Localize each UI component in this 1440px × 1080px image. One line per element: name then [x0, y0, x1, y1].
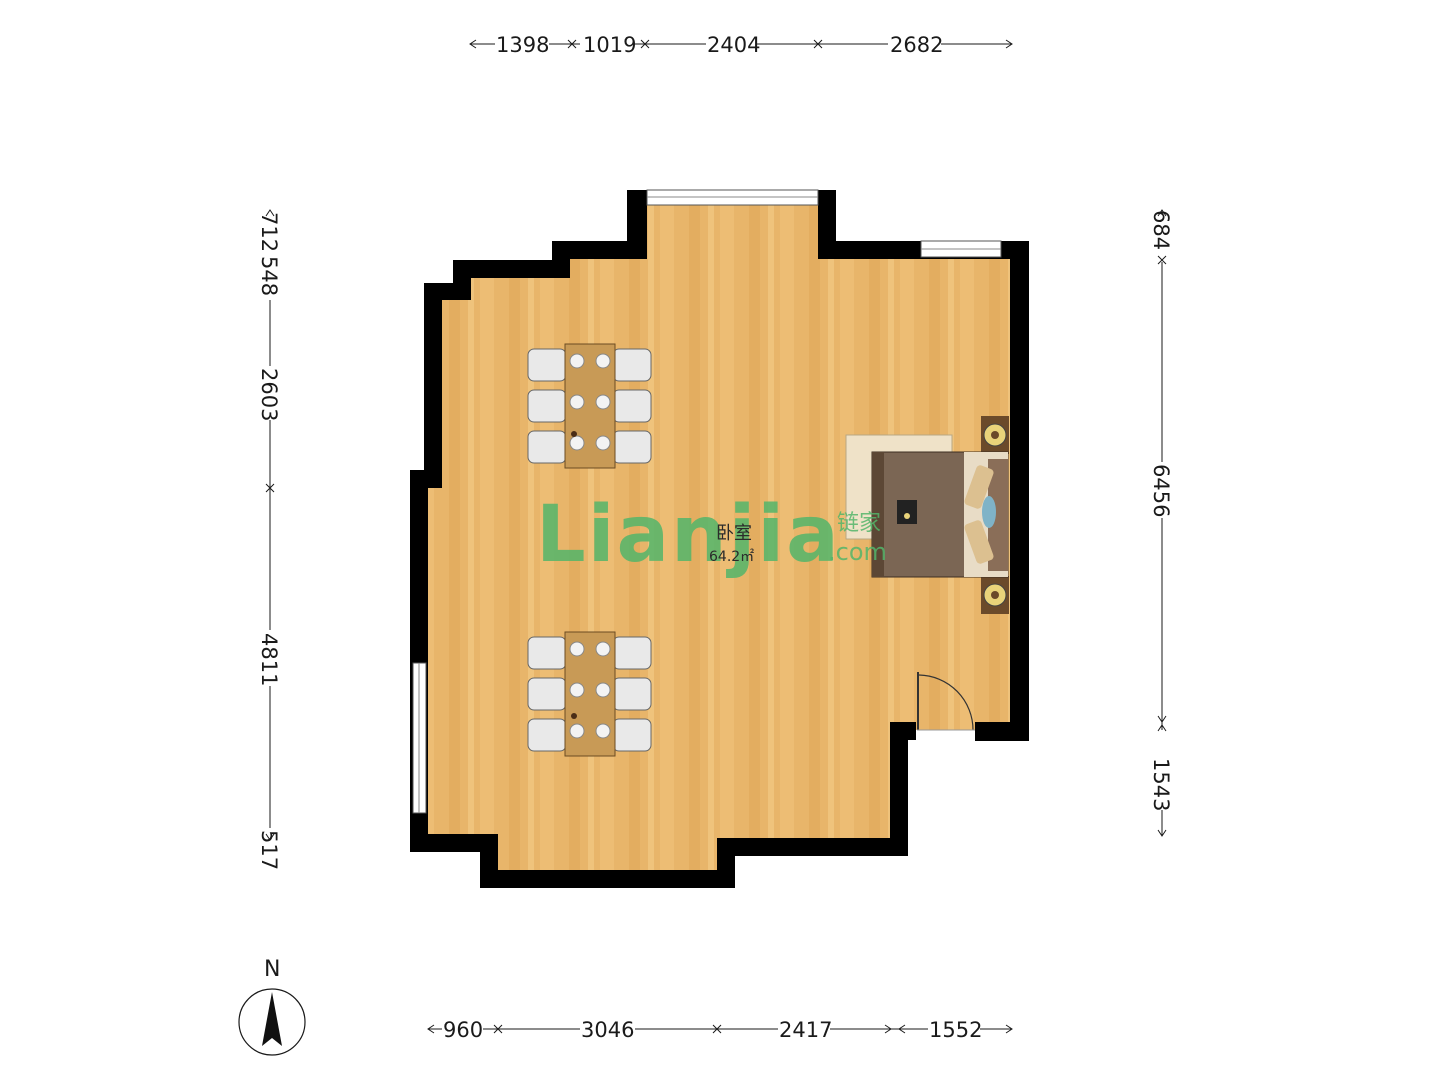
watermark-com: .com: [828, 538, 887, 566]
dining-set-top: [527, 343, 652, 469]
watermark: Lianjia 链家 .com: [536, 490, 887, 580]
dim-right-2: 6456: [1149, 464, 1173, 517]
dim-top-1: 1398: [496, 33, 549, 57]
dim-left-3: 2603: [257, 368, 281, 421]
dim-right-3: 1543: [1149, 758, 1173, 811]
watermark-latin: Lianjia: [536, 490, 841, 580]
room-name: 卧室: [716, 523, 752, 544]
dimension-bottom: [427, 1024, 1013, 1034]
dim-left-1: 712: [257, 212, 281, 252]
dining-set-bottom: [527, 631, 652, 757]
dim-left-5: 517: [257, 830, 281, 870]
compass-ring: [238, 988, 306, 1056]
dim-bottom-2: 3046: [581, 1018, 634, 1042]
dim-left-2: 548: [257, 256, 281, 296]
dim-top-2: 1019: [583, 33, 636, 57]
dimension-right: [1157, 209, 1167, 837]
compass: N: [238, 957, 306, 1056]
dimension-left: [265, 209, 275, 841]
bed: [845, 416, 1009, 614]
dim-bottom-1: 960: [443, 1018, 483, 1042]
dim-left-4: 4811: [257, 633, 281, 686]
dim-top-4: 2682: [890, 33, 943, 57]
room-area: 64.2㎡: [709, 549, 754, 565]
dimension-top: [469, 39, 1013, 49]
watermark-cn: 链家: [837, 511, 881, 536]
door: [917, 672, 975, 731]
compass-north-label: N: [264, 957, 280, 982]
dim-top-3: 2404: [707, 33, 760, 57]
dim-bottom-4: 1552: [929, 1018, 982, 1042]
dim-bottom-3: 2417: [779, 1018, 832, 1042]
dim-right-1: 684: [1149, 210, 1173, 250]
compass-north-arrow: [262, 992, 282, 1046]
